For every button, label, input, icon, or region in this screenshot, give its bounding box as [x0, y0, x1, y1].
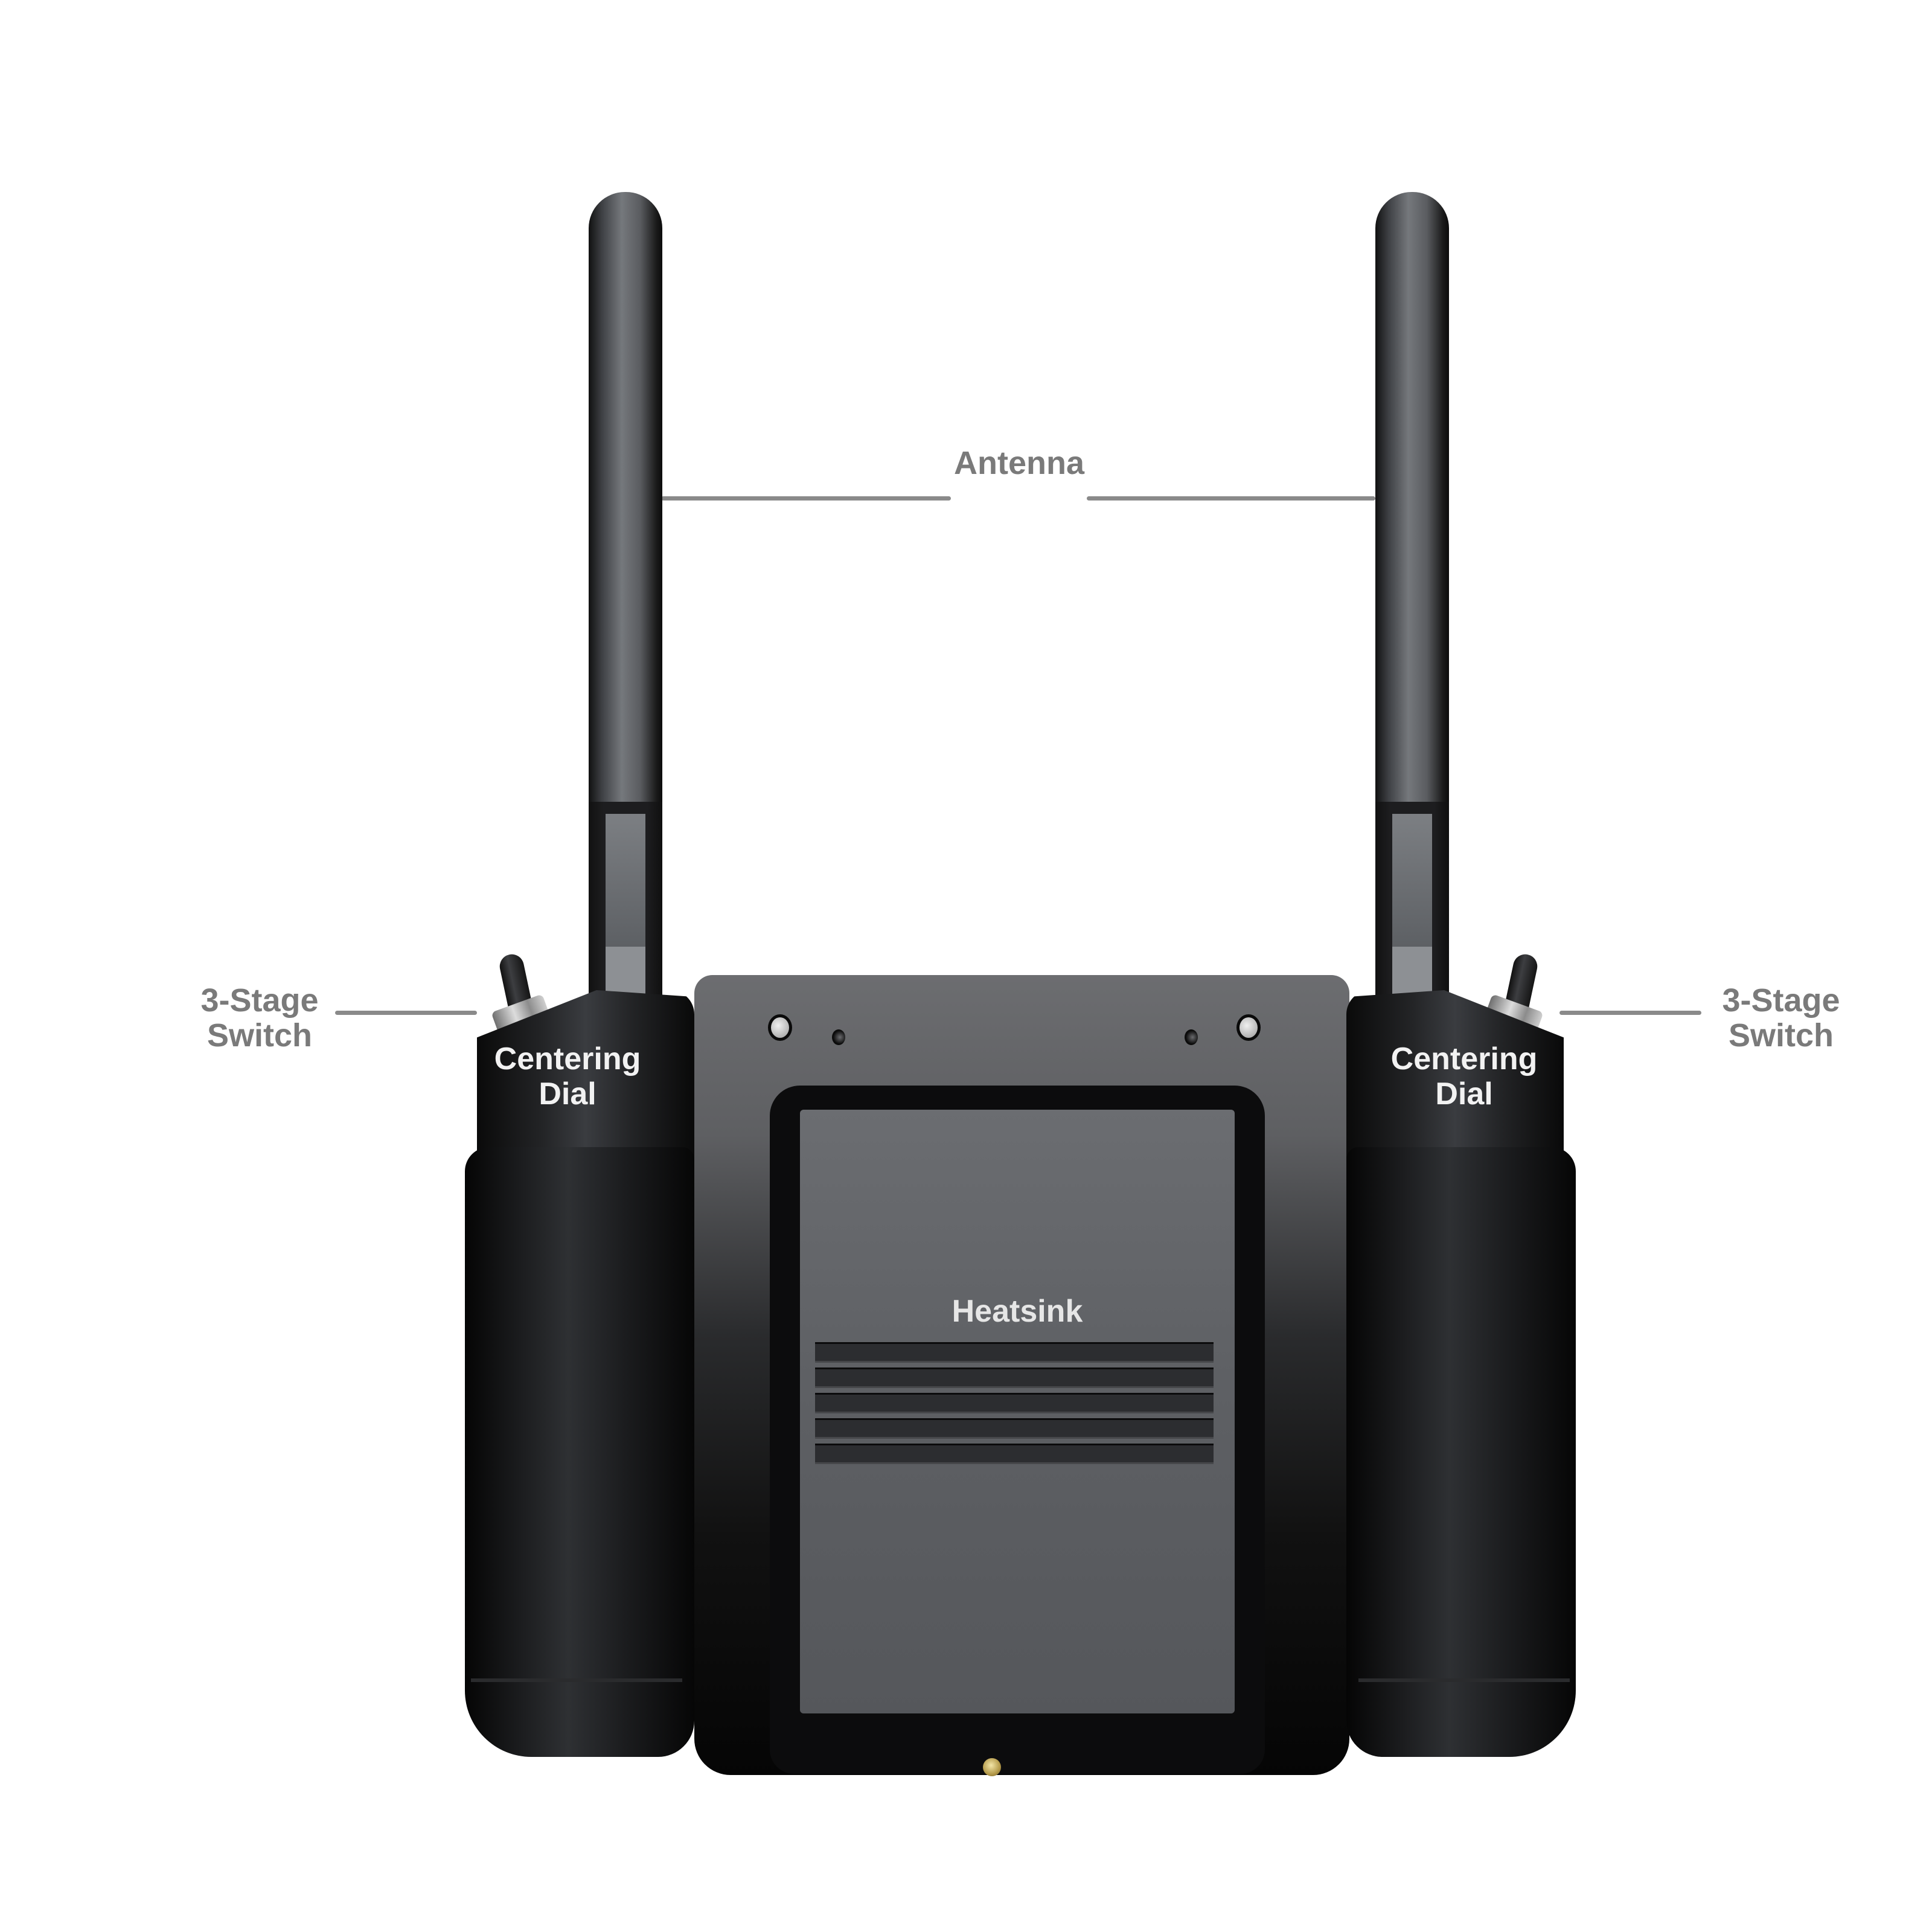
switch-left-line2: Switch [206, 1017, 313, 1054]
centering-dial-left-label: Centering Dial [471, 1041, 664, 1112]
heatsink-housing: Heatsink [770, 1086, 1265, 1774]
switch-left-label: 3-Stage Switch [175, 983, 344, 1053]
screw-icon [1236, 1014, 1261, 1041]
grip-left-band [471, 1678, 682, 1682]
centering-dial-right-line1: Centering [1390, 1041, 1538, 1076]
antenna-right-hinge [1375, 802, 1449, 1001]
heatsink-vent-grille [815, 1342, 1214, 1475]
hole-icon [1185, 1029, 1198, 1045]
centering-dial-right-line2: Dial [1435, 1076, 1493, 1112]
antenna-leader-left [661, 496, 951, 501]
grip-left [465, 1147, 694, 1757]
switch-left-leader [335, 1011, 477, 1015]
screw-icon [768, 1014, 792, 1041]
grip-right [1346, 1147, 1576, 1757]
hole-icon [832, 1029, 845, 1045]
heatsink-panel: Heatsink [800, 1110, 1235, 1713]
switch-right-leader [1559, 1011, 1701, 1015]
antenna-right [1375, 192, 1449, 1031]
antenna-left-hinge [589, 802, 662, 1001]
antenna-left [589, 192, 662, 1031]
tripod-mount-icon [983, 1758, 1001, 1776]
switch-left-line1: 3-Stage [200, 982, 319, 1019]
switch-right-line1: 3-Stage [1722, 982, 1840, 1019]
heatsink-label: Heatsink [952, 1294, 1083, 1329]
switch-right-line2: Switch [1728, 1017, 1834, 1054]
centering-dial-right-label: Centering Dial [1367, 1041, 1561, 1112]
antenna-left-rod [589, 192, 662, 808]
grip-right-band [1358, 1678, 1570, 1682]
centering-dial-left-line1: Centering [494, 1041, 641, 1076]
switch-right-label: 3-Stage Switch [1697, 983, 1866, 1053]
antenna-right-rod [1375, 192, 1449, 808]
antenna-label: Antenna [954, 445, 1084, 481]
antenna-leader-right [1087, 496, 1375, 501]
centering-dial-left-line2: Dial [539, 1076, 597, 1112]
